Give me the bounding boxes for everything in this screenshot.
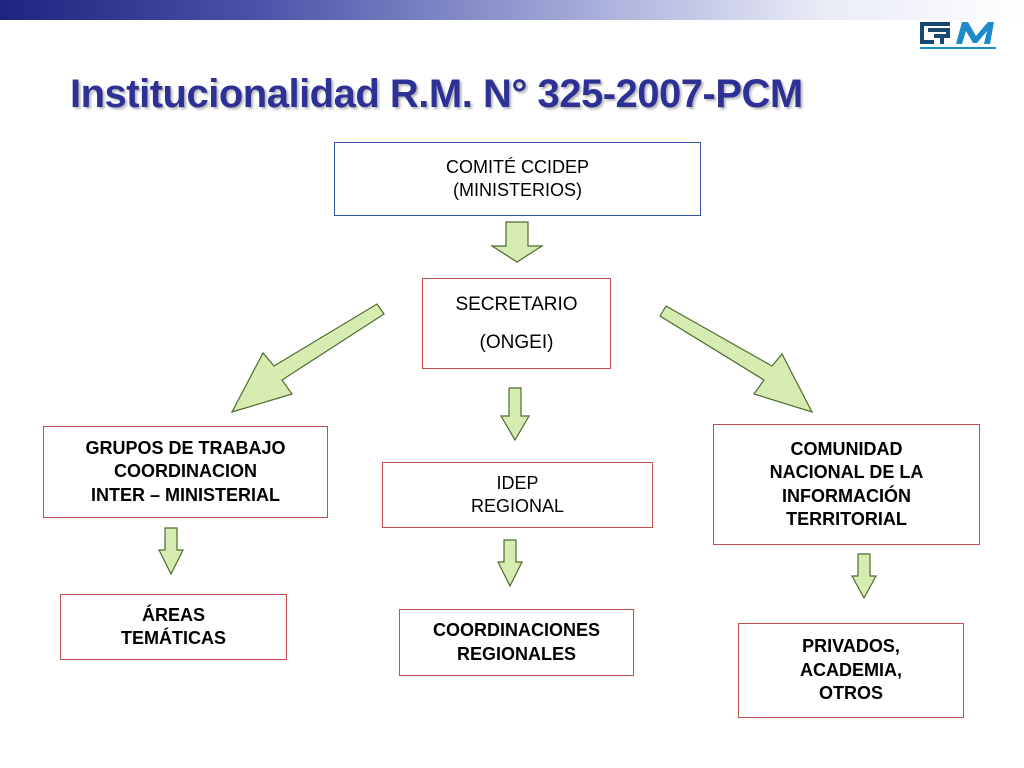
node-comunidad-line1: COMUNIDAD — [790, 438, 903, 459]
node-coordinaciones-regionales: COORDINACIONES REGIONALES — [399, 609, 634, 676]
node-secretario-line2: (ONGEI) — [479, 331, 554, 353]
node-idep-line1: IDEP — [496, 472, 539, 493]
node-privados-line3: OTROS — [818, 683, 883, 704]
rm-logo-icon — [920, 22, 996, 49]
node-grupos-line3: INTER – MINISTERIAL — [90, 484, 280, 505]
node-areas-line1: ÁREAS — [141, 604, 205, 625]
arrow-grupos-to-areas — [158, 527, 184, 576]
node-comite-ccidep: COMITÉ CCIDEP (MINISTERIOS) — [334, 142, 701, 216]
node-coordinaciones-line1: COORDINACIONES — [432, 620, 600, 641]
node-comunidad-line2: NACIONAL DE LA — [769, 462, 924, 483]
node-areas-tematicas: ÁREAS TEMÁTICAS — [60, 594, 287, 660]
node-comite-line1: COMITÉ CCIDEP — [445, 156, 589, 177]
node-areas-line2: TEMÁTICAS — [121, 628, 226, 648]
arrow-secretario-to-grupos — [230, 303, 385, 413]
node-idep-line2: REGIONAL — [470, 496, 565, 516]
node-comunidad-line4: TERRITORIAL — [786, 508, 907, 529]
node-grupos-line1: GRUPOS DE TRABAJO — [85, 437, 286, 458]
node-secretario-line1: SECRETARIO — [455, 293, 578, 315]
arrow-comunidad-to-privados — [850, 553, 878, 600]
node-comunidad-line3: INFORMACIÓN — [782, 485, 911, 506]
node-grupos-de-trabajo: GRUPOS DE TRABAJO COORDINACION INTER – M… — [43, 426, 328, 518]
arrow-secretario-to-comunidad — [659, 305, 814, 413]
node-grupos-line2: COORDINACION — [114, 461, 257, 482]
node-coordinaciones-line2: REGIONALES — [456, 643, 576, 664]
node-comunidad-nacional: COMUNIDAD NACIONAL DE LA INFORMACIÓN TER… — [713, 424, 980, 545]
arrow-comite-to-secretario — [489, 221, 545, 263]
slide-title: Institucionalidad R.M. N° 325-2007-PCM — [70, 72, 803, 116]
arrow-idep-to-coordinaciones — [497, 539, 523, 588]
arrow-secretario-to-idep — [499, 387, 531, 442]
header-gradient-bar — [0, 0, 1024, 20]
node-idep-regional: IDEP REGIONAL — [382, 462, 653, 528]
node-secretario: SECRETARIO (ONGEI) — [422, 278, 611, 369]
node-privados-academia-otros: PRIVADOS, ACADEMIA, OTROS — [738, 623, 964, 718]
node-privados-line1: PRIVADOS, — [802, 636, 900, 657]
node-privados-line2: ACADEMIA, — [800, 659, 902, 680]
node-comite-line2: (MINISTERIOS) — [453, 180, 582, 200]
